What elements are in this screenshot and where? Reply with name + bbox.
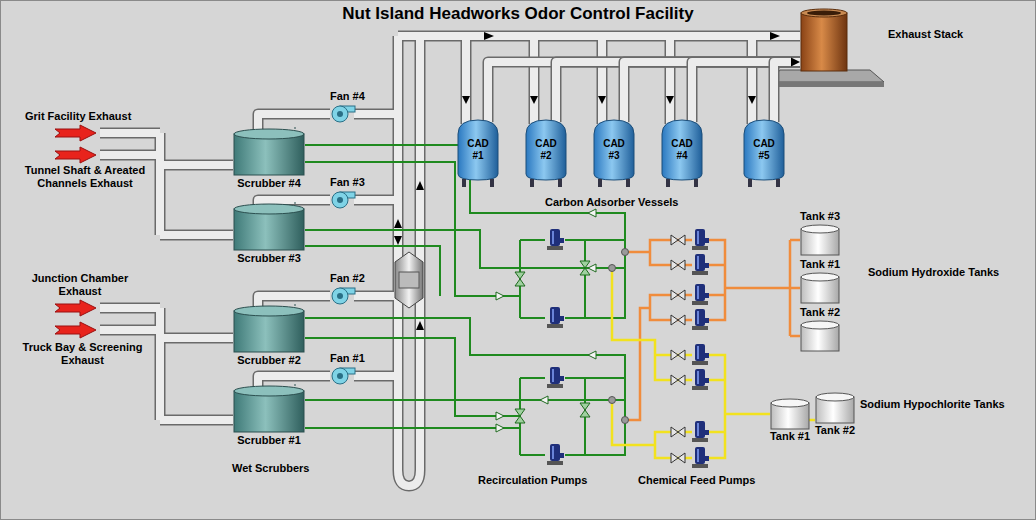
carbon-adsorber: CAD #5 <box>738 118 790 188</box>
equipment-label: Scrubber #2 <box>233 354 305 367</box>
group-label: Chemical Feed Pumps <box>638 474 755 487</box>
equipment-label: Tank #2 <box>800 306 840 320</box>
duct-fill <box>692 62 800 122</box>
duct-connector <box>556 58 800 123</box>
chemical-tank: Tank #1 <box>800 258 840 304</box>
equipment-label: CAD #2 <box>520 138 572 162</box>
chemical-tank: Tank #1 <box>770 398 810 443</box>
duct-connector <box>692 58 800 123</box>
equipment-label: Fan #4 <box>330 90 356 105</box>
duct-outline <box>774 62 800 122</box>
scrubber-vessel: Scrubber #3 <box>233 203 305 265</box>
equipment-label: Fan #3 <box>330 176 356 191</box>
group-label: Grit Facility Exhaust <box>25 110 131 123</box>
scr-shape <box>233 128 305 176</box>
scrubber-vessel: Scrubber #4 <box>233 128 305 190</box>
diagram-title: Nut Island Headworks Odor Control Facili… <box>0 4 1036 24</box>
equipment-label: Tank #1 <box>770 430 810 443</box>
equipment-label: CAD #1 <box>452 138 504 162</box>
group-label: Junction Chamber Exhaust <box>20 272 140 298</box>
tank-shape <box>815 392 855 424</box>
equipment-label: CAD #5 <box>738 138 790 162</box>
equipment-label: CAD #3 <box>588 138 640 162</box>
duct-outline <box>624 62 800 122</box>
recirculation-piping <box>305 145 625 455</box>
tank-shape <box>800 320 840 352</box>
fan-unit: Fan #4 <box>330 90 356 123</box>
duct-fill <box>488 62 800 122</box>
duct-connector <box>488 58 800 123</box>
scr-shape <box>233 305 305 353</box>
fan-unit: Fan #2 <box>330 272 356 305</box>
equipment-label: Fan #2 <box>330 272 356 287</box>
carbon-adsorber: CAD #4 <box>656 118 708 188</box>
duct-outline <box>556 62 800 122</box>
scr-shape <box>233 203 305 251</box>
duct-fill <box>774 62 800 122</box>
group-label: Truck Bay & Screening Exhaust <box>15 341 150 367</box>
group-label: Recirculation Pumps <box>478 474 587 487</box>
equipment-label: Exhaust Stack <box>888 28 963 41</box>
fan-unit: Fan #3 <box>330 176 356 209</box>
group-label: Wet Scrubbers <box>232 462 309 475</box>
tank-shape <box>800 272 840 304</box>
inlet-arrows <box>55 125 96 338</box>
duct-filter <box>395 252 423 308</box>
equipment-label: Scrubber #4 <box>233 177 305 190</box>
equipment-label: Fan #1 <box>330 352 356 367</box>
base-plate <box>770 70 884 87</box>
group-label: Tunnel Shaft & Areated Channels Exhaust <box>20 164 150 190</box>
chemical-tank: Tank #2 <box>800 306 840 352</box>
chemical-tank: Tank #3 <box>800 210 840 256</box>
carbon-adsorber: CAD #3 <box>588 118 640 188</box>
fan-unit: Fan #1 <box>330 352 356 385</box>
fan-shape <box>330 105 356 123</box>
equipment-label: Scrubber #3 <box>233 252 305 265</box>
equipment-label: Tank #3 <box>800 210 840 224</box>
equipment-label: CAD #4 <box>656 138 708 162</box>
carbon-adsorber: CAD #2 <box>520 118 572 188</box>
duct-connector <box>774 58 800 123</box>
duct-fill <box>624 62 800 122</box>
scr-shape <box>233 385 305 433</box>
fan-shape <box>330 367 356 385</box>
group-label: Sodium Hypochlorite Tanks <box>860 398 1005 411</box>
scrubber-vessel: Scrubber #1 <box>233 385 305 447</box>
duct-pipes <box>100 36 800 486</box>
chemical-piping <box>609 240 816 458</box>
equipment-label: Tank #2 <box>815 424 855 437</box>
exhaust-stack: Exhaust Stack <box>800 8 848 72</box>
flow-arrows <box>394 32 780 330</box>
stack-shape <box>800 8 848 72</box>
duct-outline <box>488 62 800 122</box>
fan-shape <box>330 287 356 305</box>
equipment-label: Tank #1 <box>800 258 840 272</box>
tank-shape <box>800 224 840 256</box>
arrow-head <box>791 58 800 67</box>
fan-shape <box>330 191 356 209</box>
scrubber-vessel: Scrubber #2 <box>233 305 305 367</box>
chemical-tank: Tank #2 <box>815 392 855 437</box>
pumps <box>547 229 709 468</box>
duct-outline <box>692 62 800 122</box>
tank-shape <box>770 398 810 430</box>
equipment-label: Scrubber #1 <box>233 434 305 447</box>
duct-fill <box>556 62 800 122</box>
group-label: Sodium Hydroxide Tanks <box>868 266 999 279</box>
carbon-adsorber: CAD #1 <box>452 118 504 188</box>
duct-connector <box>624 58 800 123</box>
group-label: Carbon Adsorber Vessels <box>545 196 678 209</box>
